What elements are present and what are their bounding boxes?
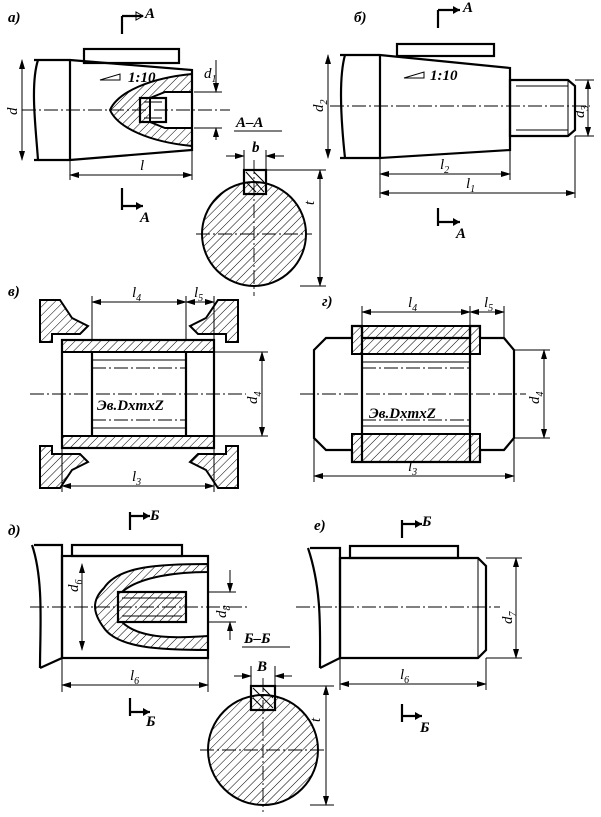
dim-d8: d8 — [214, 606, 233, 619]
dim-t-a: t — [302, 200, 318, 205]
dim-d6: d6 — [66, 580, 85, 593]
dim-l6-d: l6 — [130, 668, 139, 687]
hub-top-v — [61, 339, 215, 353]
panel-b-letter: б) — [354, 10, 366, 26]
section-mark-d-bottom-label: Б — [145, 714, 156, 730]
dim-d1: d1 — [204, 66, 217, 85]
dim-l4-v: l4 — [132, 285, 141, 304]
dim-l2: l2 — [440, 157, 449, 176]
break-line-a — [32, 59, 40, 161]
key-d — [70, 543, 184, 558]
section-mark-e-bottom-label: Б — [419, 720, 430, 736]
dim-t-d: t — [308, 717, 324, 722]
panel-g-letter: г) — [322, 294, 333, 310]
section-mark-b-bottom-label: А — [455, 226, 466, 242]
dim-l6-e: l6 — [400, 667, 409, 686]
section-mark-b-top-label: А — [462, 0, 473, 16]
dim-l1: l1 — [466, 176, 475, 195]
panel-e-letter: е) — [314, 518, 326, 534]
taper-ratio-a: 1:10 — [128, 70, 156, 86]
key-b — [395, 42, 496, 58]
panel-b: б) А 1:10 d2 d3 l2 l1 А — [311, 0, 594, 242]
section-mark-a-bottom-label: А — [139, 210, 150, 226]
dim-d2: d2 — [311, 100, 330, 113]
panel-e: е) Б d7 l6 Б — [296, 514, 522, 736]
spline-label-v: Эв.DxmxZ — [97, 398, 164, 414]
dim-l: l — [140, 158, 144, 174]
section-mark-e-top-label: Б — [421, 514, 432, 530]
section-mark-a-top — [120, 14, 143, 34]
dim-B: B — [256, 659, 267, 675]
dim-l5-g: l5 — [484, 295, 493, 314]
dim-d4-g: d4 — [527, 392, 546, 405]
key-e — [348, 544, 460, 560]
section-title-aa: А–А — [235, 115, 264, 131]
bore-section-a — [108, 72, 193, 148]
key-a — [82, 47, 181, 65]
dim-d7: d7 — [500, 611, 519, 625]
section-mark-d-top-label: Б — [149, 508, 160, 524]
thread-b — [508, 78, 577, 138]
dim-l5-v: l5 — [194, 285, 203, 304]
hub-bottom-g — [351, 433, 481, 463]
section-mark-a-top-label: А — [144, 6, 155, 22]
dim-d4-v: d4 — [245, 392, 264, 405]
panel-v-letter: в) — [8, 284, 20, 300]
spline-label-g: Эв.DxmxZ — [369, 406, 436, 422]
hub-top-g — [351, 325, 481, 355]
panel-d-letter: д) — [8, 523, 20, 539]
dim-b: b — [252, 140, 260, 156]
taper-ratio-b: 1:10 — [430, 68, 458, 84]
panel-d: д) Б d6 d8 l6 Б Б–Б — [8, 508, 334, 812]
panel-g: г) Эв.DxmxZ l4 l5 d4 l3 — [300, 294, 550, 482]
panel-a: а) А 1:10 d d1 l А — [5, 6, 326, 296]
dim-d3: d3 — [572, 106, 591, 119]
panel-v: в) Эв.DxmxZ l4 l5 d4 — [8, 284, 268, 492]
dim-l4-g: l4 — [408, 295, 417, 314]
dim-d: d — [5, 107, 21, 115]
hub-bottom-v — [61, 435, 215, 449]
keyway-aa — [242, 168, 268, 196]
dim-l3-g: l3 — [408, 459, 417, 478]
dim-l3-v: l3 — [132, 469, 141, 488]
section-title-bb: Б–Б — [243, 631, 271, 647]
panel-a-letter: а) — [8, 10, 21, 26]
